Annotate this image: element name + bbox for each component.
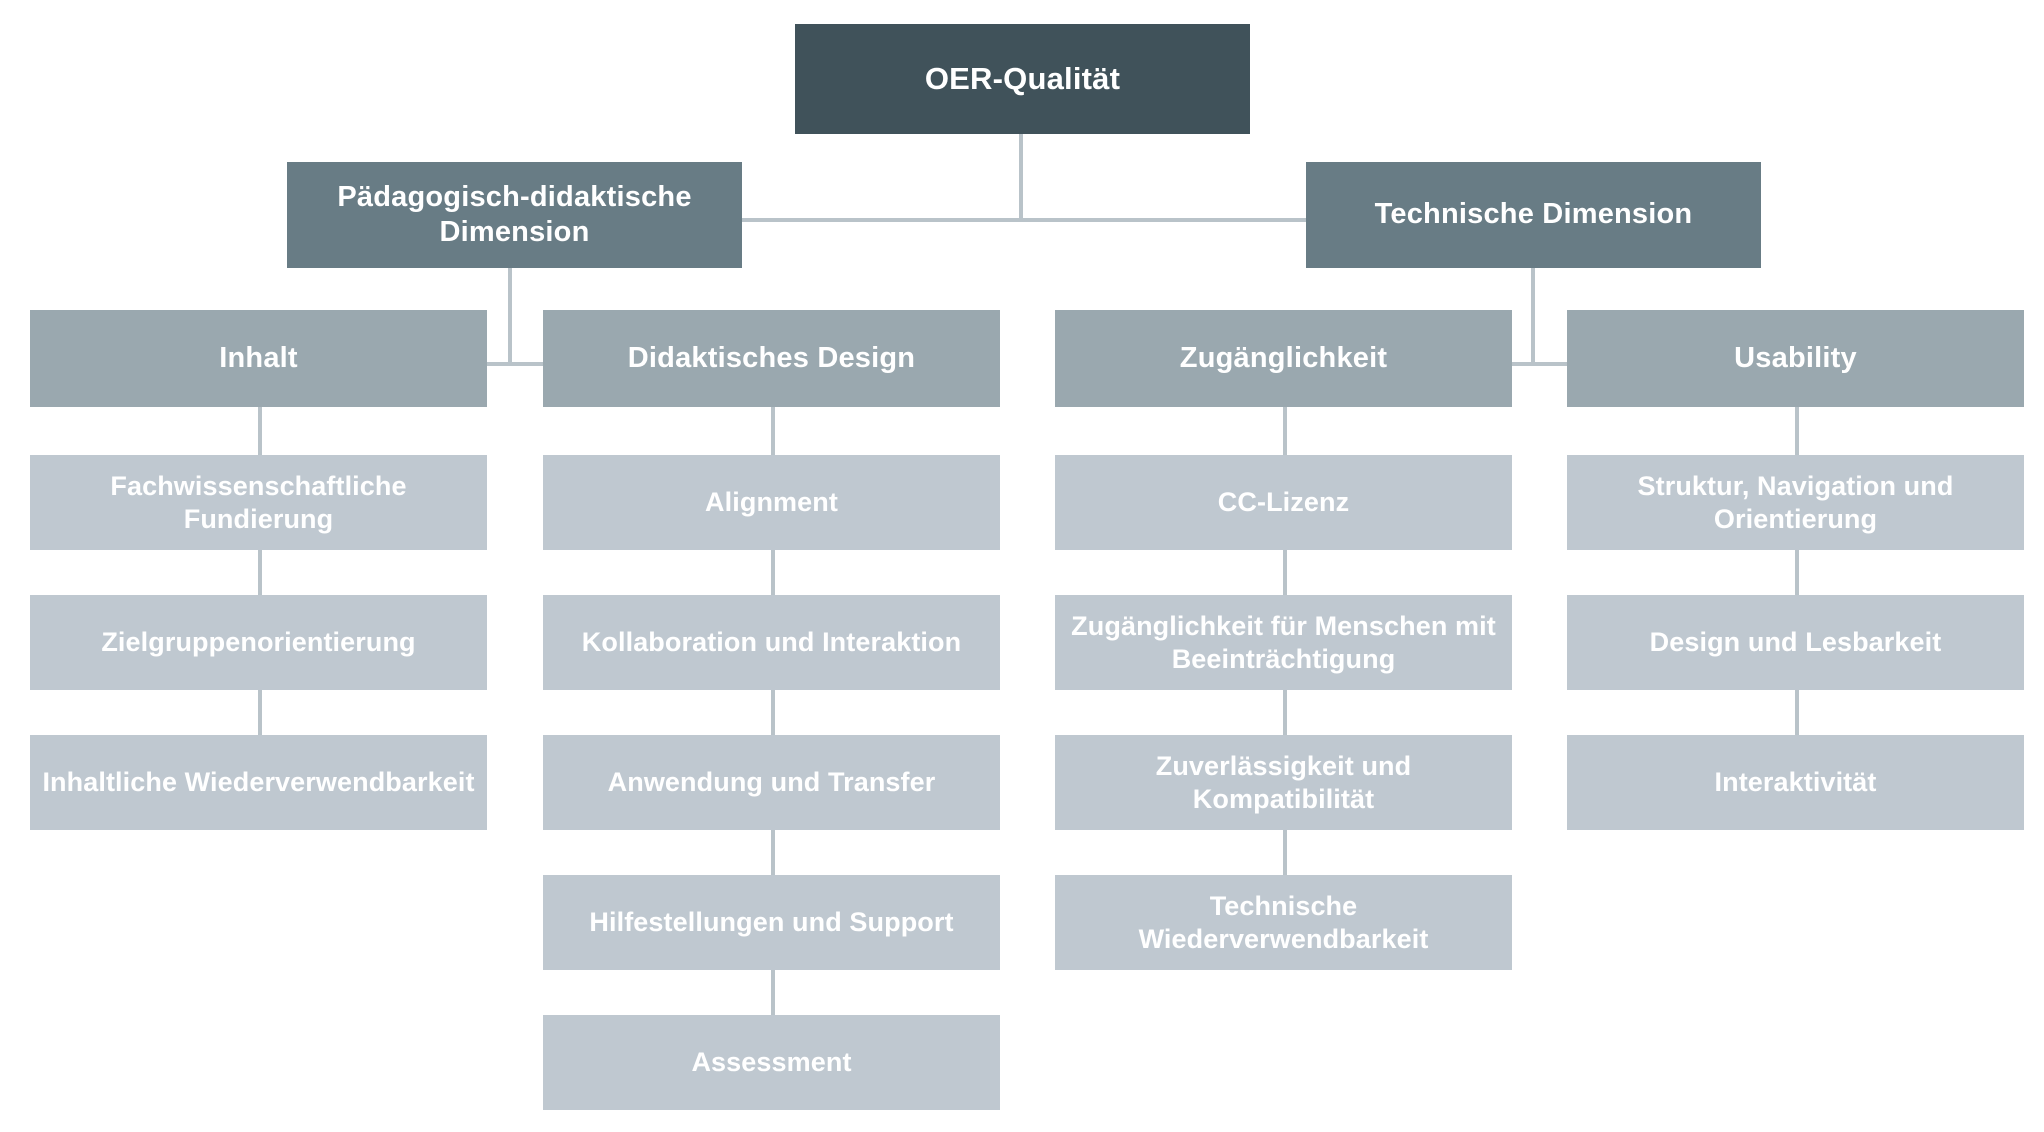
connector-didaktik-chain-5 — [771, 970, 775, 1018]
connector-inhalt-chain-2 — [258, 550, 262, 598]
node-criterion-kollaboration-und-interaktion[interactable]: Kollaboration und Interaktion — [543, 595, 1000, 690]
connector-root-stem — [1019, 134, 1023, 220]
connector-technical-stem — [1531, 268, 1535, 364]
node-criterion-zuverlaessigkeit-und-kompatibilitaet[interactable]: Zuverlässigkeit und Kompatibilität — [1055, 735, 1512, 830]
connector-inhalt-chain-3 — [258, 690, 262, 738]
node-criterion-assessment[interactable]: Assessment — [543, 1015, 1000, 1110]
node-category-usability[interactable]: Usability — [1567, 310, 2024, 407]
connector-zugaenglichkeit-chain-3 — [1283, 690, 1287, 738]
connector-didaktik-chain-3 — [771, 690, 775, 738]
connector-pedagogical-stem — [508, 268, 512, 364]
node-criterion-zugaenglichkeit-fuer-menschen-mit-beeintraechtigung[interactable]: Zugänglichkeit für Menschen mit Beeinträ… — [1055, 595, 1512, 690]
node-criterion-cc-lizenz[interactable]: CC-Lizenz — [1055, 455, 1512, 550]
connector-usability-chain-3 — [1795, 690, 1799, 738]
connector-technical-category-bar — [1313, 362, 1753, 366]
connector-usability-chain-1 — [1795, 407, 1799, 455]
node-category-inhalt[interactable]: Inhalt — [30, 310, 487, 407]
connector-didaktik-chain-4 — [771, 830, 775, 878]
node-criterion-struktur-navigation-und-orientierung[interactable]: Struktur, Navigation und Orientierung — [1567, 455, 2024, 550]
node-paedagogisch-didaktische-dimension[interactable]: Pädagogisch-didaktische Dimension — [287, 162, 742, 268]
node-oer-qualitaet[interactable]: OER-Qualität — [795, 24, 1250, 134]
node-criterion-hilfestellungen-und-support[interactable]: Hilfestellungen und Support — [543, 875, 1000, 970]
node-criterion-anwendung-und-transfer[interactable]: Anwendung und Transfer — [543, 735, 1000, 830]
connector-inhalt-chain-1 — [258, 407, 262, 455]
connector-pedagogical-category-bar — [290, 362, 730, 366]
node-category-didaktisches-design[interactable]: Didaktisches Design — [543, 310, 1000, 407]
node-criterion-zielgruppenorientierung[interactable]: Zielgruppenorientierung — [30, 595, 487, 690]
connector-zugaenglichkeit-chain-2 — [1283, 550, 1287, 598]
node-technische-dimension[interactable]: Technische Dimension — [1306, 162, 1761, 268]
node-criterion-interaktivitaet[interactable]: Interaktivität — [1567, 735, 2024, 830]
node-criterion-technische-wiederverwendbarkeit[interactable]: Technische Wiederverwendbarkeit — [1055, 875, 1512, 970]
node-criterion-fachwissenschaftliche-fundierung[interactable]: Fachwissenschaftliche Fundierung — [30, 455, 487, 550]
connector-didaktik-chain-2 — [771, 550, 775, 598]
node-category-zugaenglichkeit[interactable]: Zugänglichkeit — [1055, 310, 1512, 407]
connector-usability-chain-2 — [1795, 550, 1799, 598]
node-criterion-alignment[interactable]: Alignment — [543, 455, 1000, 550]
connector-zugaenglichkeit-chain-1 — [1283, 407, 1287, 455]
connector-didaktik-chain-1 — [771, 407, 775, 455]
connector-dimension-bar — [510, 218, 1530, 222]
node-criterion-design-und-lesbarkeit[interactable]: Design und Lesbarkeit — [1567, 595, 2024, 690]
connector-zugaenglichkeit-chain-4 — [1283, 830, 1287, 878]
node-criterion-inhaltliche-wiederverwendbarkeit[interactable]: Inhaltliche Wiederverwendbarkeit — [30, 735, 487, 830]
